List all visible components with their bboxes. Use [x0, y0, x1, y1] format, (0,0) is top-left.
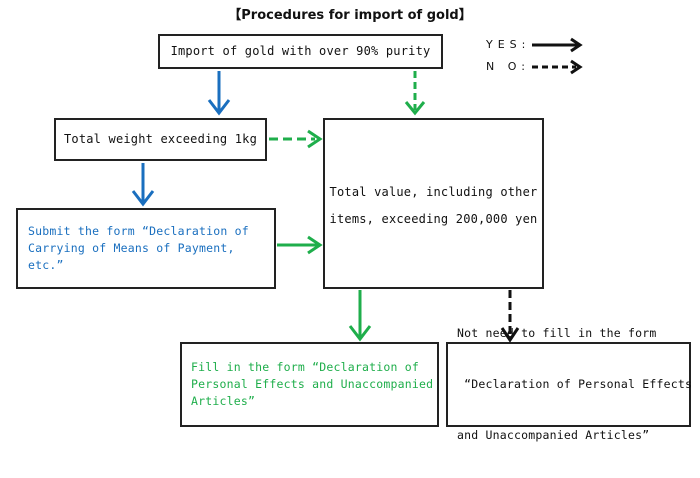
- node-gold-import-text: Import of gold with over 90% purity: [170, 44, 431, 58]
- arrow-start-to-weight: [207, 71, 231, 116]
- diagram-title: 【Procedures for import of gold】: [228, 8, 472, 23]
- node-fill-personal-effects-form: Fill in the form “Declaration of Persona…: [180, 342, 439, 427]
- legend-yes-label: YES:: [486, 38, 531, 51]
- node-value-check-line1: Total value, including other: [329, 184, 538, 199]
- node-value-check-line2: items, exceeding 200,000 yen: [329, 211, 538, 226]
- node-weight-check-text: Total weight exceeding 1kg: [63, 132, 258, 146]
- node-fill-line1: Fill in the form “Declaration of: [191, 360, 419, 374]
- arrow-weight-to-value: [269, 129, 323, 149]
- node-no-form-needed: Not need to fill in the form “Declaratio…: [446, 326, 693, 442]
- legend-yes-arrow: [532, 37, 583, 53]
- node-submit-line1: Submit the form “Declaration of: [28, 224, 249, 238]
- node-fill-line3: Articles”: [191, 394, 256, 408]
- node-fill-line2: Personal Effects and Unaccompanied: [191, 377, 434, 391]
- node-weight-check: Total weight exceeding 1kg: [54, 118, 267, 161]
- node-submit-line2: Carrying of Means of Payment, etc.”: [28, 241, 235, 272]
- arrow-value-to-notneed: [500, 290, 520, 343]
- node-gold-import: Import of gold with over 90% purity: [158, 34, 443, 69]
- node-submit-payment-declaration: Submit the form “Declaration of Carrying…: [16, 208, 276, 289]
- arrow-value-to-fill: [348, 290, 372, 342]
- legend-no-label: N O:: [486, 60, 530, 73]
- arrow-submit-to-value: [277, 235, 323, 255]
- node-notneed-line2: “Declaration of Personal Effects: [457, 377, 693, 391]
- arrow-start-to-value: [404, 71, 426, 116]
- legend-no-arrow: [532, 59, 583, 75]
- node-notneed-line1: Not need to fill in the form: [457, 326, 657, 340]
- node-value-check: Total value, including other items, exce…: [323, 118, 544, 289]
- arrow-weight-to-submit: [131, 163, 155, 207]
- arrows-layer: [131, 37, 583, 343]
